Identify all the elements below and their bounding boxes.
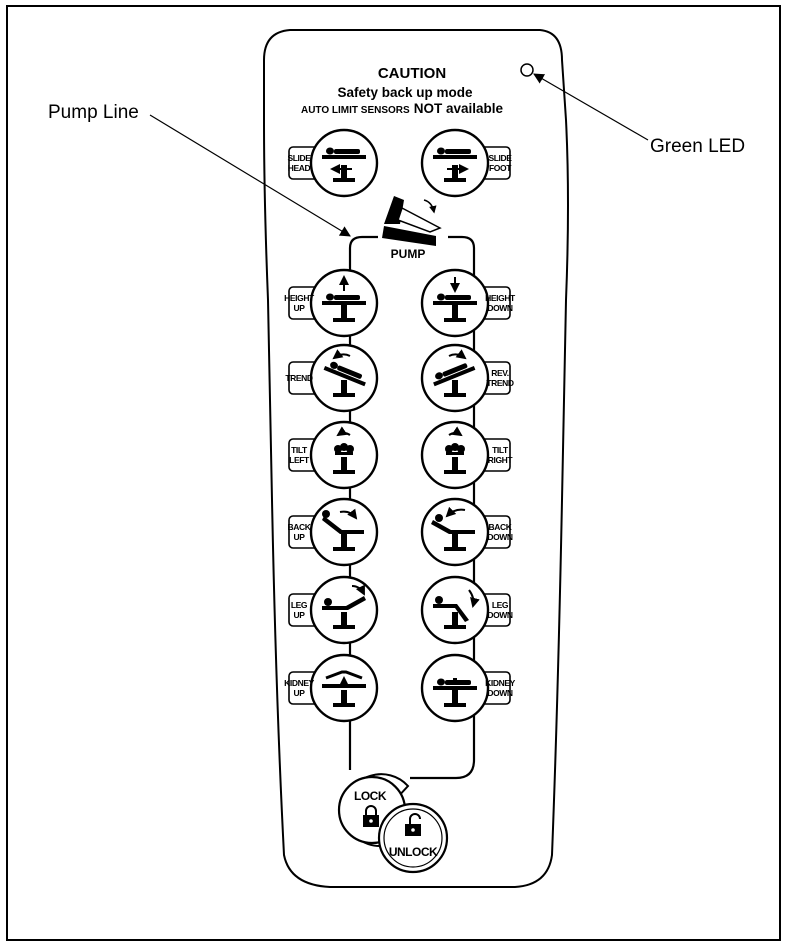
caution-line1: Safety back up mode: [337, 85, 473, 100]
lock-label: LOCK: [354, 789, 387, 803]
buttons-layer: SLIDEHEADSLIDEFOOTHEIGHTUPHEIGHTDOWNTREN…: [284, 128, 516, 723]
trend-button[interactable]: TREND: [285, 343, 379, 413]
slide-foot-circle: [420, 128, 490, 198]
pump-pedal-icon: [382, 196, 442, 246]
kidney-down-label-line: DOWN: [487, 688, 513, 698]
height-down-label-line: DOWN: [487, 303, 513, 313]
tilt-left-label-line: LEFT: [289, 455, 310, 465]
slide-head-circle: [309, 128, 379, 198]
leg-down-circle: [420, 575, 490, 645]
rev-trend-label-line: REV.: [491, 368, 508, 378]
back-down-label-line: DOWN: [487, 532, 513, 542]
tilt-right-icon: [444, 426, 466, 474]
leg-up-icon: [322, 584, 366, 629]
rev-trend-icon: [433, 349, 476, 397]
pump-line-callout: Pump Line: [48, 102, 139, 123]
unlock-button[interactable]: UNLOCK: [377, 802, 449, 874]
kidney-up-label-line: UP: [293, 688, 305, 698]
height-up-icon: [322, 275, 366, 322]
padlock-closed-icon: [363, 805, 379, 827]
rev-trend-label-line: TREND: [486, 378, 514, 388]
leg-down-label-line: LEG: [492, 600, 509, 610]
leg-up-label-line: LEG: [291, 600, 308, 610]
green-led-leader: [533, 73, 649, 141]
kidney-up-label-line: KIDNEY: [284, 678, 314, 688]
tilt-left-label-line: TILT: [291, 445, 308, 455]
unlock-label: UNLOCK: [389, 845, 438, 859]
back-down-icon: [431, 506, 475, 551]
caution-line2-prefix: AUTO LIMIT SENSORS: [301, 105, 410, 116]
slide-foot-label-line: FOOT: [489, 163, 512, 173]
height-down-label-line: HEIGHT: [485, 293, 516, 303]
slide-head-label-line: SLIDE: [287, 153, 311, 163]
slide-foot-label-line: SLIDE: [488, 153, 512, 163]
height-up-label-line: UP: [293, 303, 305, 313]
pump-line-leader: [149, 114, 351, 237]
trend-label-line: TREND: [285, 373, 313, 383]
kidney-down-icon: [433, 678, 477, 707]
trend-icon: [323, 349, 366, 397]
leg-up-label-line: UP: [293, 610, 305, 620]
slide-head-icon: [322, 147, 366, 182]
height-down-icon: [433, 277, 477, 322]
pump-label: PUMP: [391, 247, 426, 261]
leg-down-icon: [433, 589, 480, 629]
leg-down-label-line: DOWN: [487, 610, 513, 620]
kidney-up-icon: [322, 670, 366, 707]
back-up-icon: [322, 508, 364, 551]
green-led-callout: Green LED: [650, 136, 745, 157]
back-down-label-line: BACK: [489, 522, 513, 532]
back-up-label-line: UP: [293, 532, 305, 542]
tilt-left-icon: [333, 426, 355, 474]
slide-head-label-line: HEAD: [288, 163, 311, 173]
tilt-right-label-line: RIGHT: [488, 455, 514, 465]
caution-title: CAUTION: [378, 65, 446, 82]
green-led-indicator: [520, 63, 534, 77]
rev-trend-button[interactable]: REV.TREND: [420, 343, 514, 413]
height-up-label-line: HEIGHT: [284, 293, 315, 303]
caution-line2: AUTO LIMIT SENSORS NOT available: [301, 101, 503, 116]
slide-foot-icon: [433, 147, 477, 182]
padlock-open-icon: [405, 813, 421, 836]
tilt-right-label-line: TILT: [492, 445, 509, 455]
caution-line2-suffix: NOT available: [414, 101, 504, 116]
back-up-label-line: BACK: [288, 522, 312, 532]
kidney-down-label-line: KIDNEY: [485, 678, 515, 688]
